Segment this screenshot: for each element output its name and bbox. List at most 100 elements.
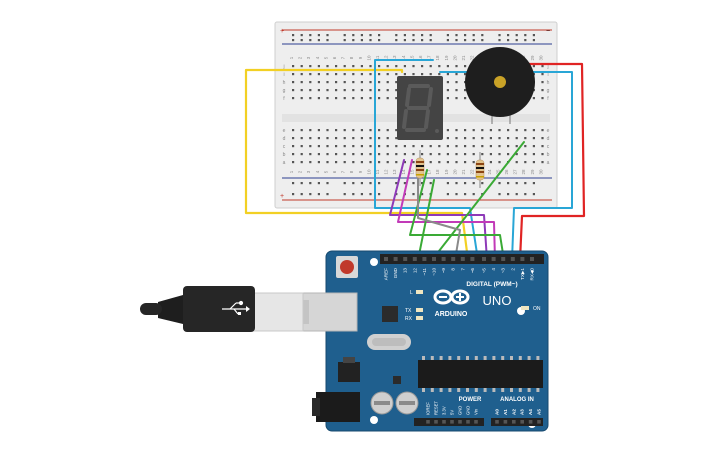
terminal-hole — [524, 161, 527, 164]
power-pin-hole[interactable] — [442, 420, 446, 424]
usb-cable[interactable] — [140, 286, 304, 332]
digital-pin-hole[interactable] — [520, 257, 525, 261]
chip-leg — [527, 388, 531, 392]
terminal-hole — [403, 73, 406, 76]
terminal-hole — [446, 161, 449, 164]
terminal-hole — [360, 153, 363, 156]
terminal-hole — [524, 145, 527, 148]
terminal-hole — [532, 137, 535, 140]
resistor-1[interactable] — [415, 150, 425, 186]
terminal-hole — [455, 137, 458, 140]
rail-hole — [481, 34, 484, 37]
terminal-hole — [300, 89, 303, 92]
digital-pin-hole[interactable] — [432, 257, 436, 261]
power-pin-hole[interactable] — [434, 420, 438, 424]
wire-green-3[interactable] — [431, 141, 525, 261]
terminal-hole — [300, 97, 303, 100]
terminal-hole — [369, 73, 372, 76]
digital-pin-hole[interactable] — [422, 257, 427, 261]
column-number-label: 19 — [444, 55, 449, 61]
wire-blue-left[interactable] — [374, 59, 479, 261]
rail-hole — [532, 39, 535, 42]
chip-leg — [466, 356, 469, 360]
mounting-hole — [370, 416, 378, 424]
column-number-label: 13 — [392, 169, 397, 175]
column-number-label: 10 — [366, 55, 371, 61]
digital-pin-hole[interactable] — [451, 257, 456, 261]
analog-pin-hole[interactable] — [520, 420, 524, 424]
resistor-2[interactable] — [475, 152, 485, 188]
rail-hole — [326, 182, 329, 185]
rail-hole — [455, 34, 458, 37]
rail-hole — [412, 34, 415, 37]
rail-hole — [515, 193, 518, 196]
power-pin-hole[interactable] — [458, 420, 462, 424]
digital-pin-label: ~11 — [422, 268, 427, 276]
wire-magenta[interactable] — [397, 159, 496, 261]
column-number-label: 3 — [306, 56, 311, 59]
digital-pin-hole[interactable] — [412, 257, 417, 261]
seven-segment-display[interactable]: 8 — [397, 76, 443, 140]
analog-pin-label: A0 — [495, 409, 500, 415]
terminal-hole — [464, 145, 467, 148]
analog-pin-hole[interactable] — [528, 420, 533, 424]
terminal-hole — [378, 161, 381, 164]
rail-plus-label-bottom: + — [280, 193, 284, 200]
terminal-hole — [378, 81, 381, 84]
terminal-hole — [541, 81, 544, 84]
rail-hole — [369, 34, 372, 37]
power-pin-label: GND — [458, 406, 463, 415]
power-pin-hole[interactable] — [450, 420, 454, 424]
digital-pin-hole[interactable] — [384, 257, 388, 261]
terminal-hole — [326, 97, 329, 100]
rail-hole — [446, 39, 449, 42]
power-pin-hole[interactable] — [466, 420, 470, 424]
wire-red[interactable] — [510, 62, 586, 262]
rail-hole — [524, 193, 527, 196]
analog-pin-hole[interactable] — [512, 420, 516, 424]
rail-hole — [403, 34, 406, 37]
digital-pin-hole[interactable] — [393, 257, 398, 261]
analog-pin-hole[interactable] — [537, 420, 541, 424]
terminal-hole — [343, 73, 346, 76]
digital-pin-hole[interactable] — [470, 257, 475, 261]
digital-pin-hole[interactable] — [491, 257, 496, 261]
digital-pin-hole[interactable] — [482, 257, 486, 261]
terminal-hole — [300, 81, 303, 84]
column-number-label: 24 — [487, 169, 492, 175]
digital-pin-label: 13 — [403, 268, 408, 274]
digital-pin-hole[interactable] — [460, 257, 465, 261]
piezo-buzzer[interactable] — [465, 47, 535, 124]
terminal-hole — [360, 73, 363, 76]
digital-pin-hole[interactable] — [441, 257, 446, 261]
reset-button[interactable] — [340, 260, 354, 274]
rail-hole — [403, 182, 406, 185]
digital-pin-label: ~6 — [470, 268, 475, 274]
terminal-hole — [300, 73, 303, 76]
column-number-label: 5 — [323, 170, 328, 173]
terminal-hole — [335, 81, 338, 84]
row-letter-label: c — [283, 144, 286, 150]
analog-pin-hole[interactable] — [503, 420, 508, 424]
digital-pin-hole[interactable] — [403, 257, 408, 261]
terminal-hole — [472, 153, 475, 156]
digital-pin-label: GND — [393, 267, 398, 278]
rail-hole — [300, 34, 303, 37]
wire-purple[interactable] — [389, 159, 488, 261]
terminal-hole — [498, 153, 501, 156]
power-pin-hole[interactable] — [426, 420, 430, 424]
power-pin-hole[interactable] — [474, 420, 478, 424]
rail-hole — [421, 34, 424, 37]
digital-pin-hole[interactable] — [530, 257, 534, 261]
terminal-hole — [541, 153, 544, 156]
digital-pin-hole[interactable] — [510, 257, 515, 261]
rail-hole — [352, 34, 355, 37]
terminal-hole — [429, 161, 432, 164]
terminal-hole — [498, 129, 501, 132]
analog-pin-hole[interactable] — [495, 420, 499, 424]
digital-pin-hole[interactable] — [501, 257, 506, 261]
wire-grey[interactable] — [417, 159, 461, 261]
terminal-hole — [532, 153, 535, 156]
rail-hole — [507, 39, 510, 42]
